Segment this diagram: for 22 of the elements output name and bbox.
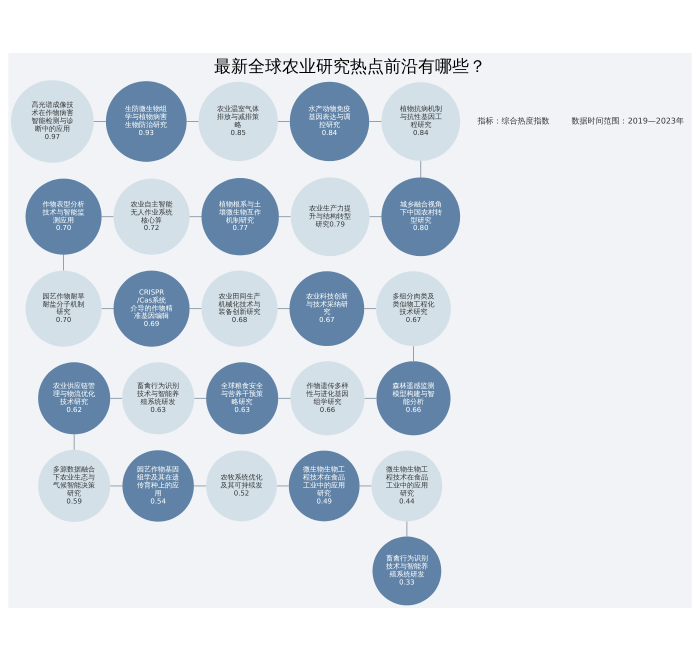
connector [369, 216, 382, 218]
connector [278, 216, 291, 218]
connector [186, 121, 199, 122]
connector [189, 308, 202, 310]
diagram-title: 最新全球农业研究热点前沿有哪些？ [214, 57, 486, 78]
connector [368, 121, 382, 122]
connector [364, 398, 377, 399]
connector [101, 216, 114, 218]
connector [406, 520, 408, 537]
connector [420, 160, 422, 178]
connector [189, 216, 202, 218]
connector [277, 308, 290, 310]
connector [74, 434, 75, 450]
connector [93, 121, 106, 122]
connector [110, 398, 122, 399]
connector [413, 346, 414, 362]
connector [278, 121, 290, 122]
connector [101, 308, 114, 310]
connector [364, 308, 376, 310]
connector [63, 254, 64, 271]
connector [278, 398, 291, 399]
connector [194, 398, 206, 399]
